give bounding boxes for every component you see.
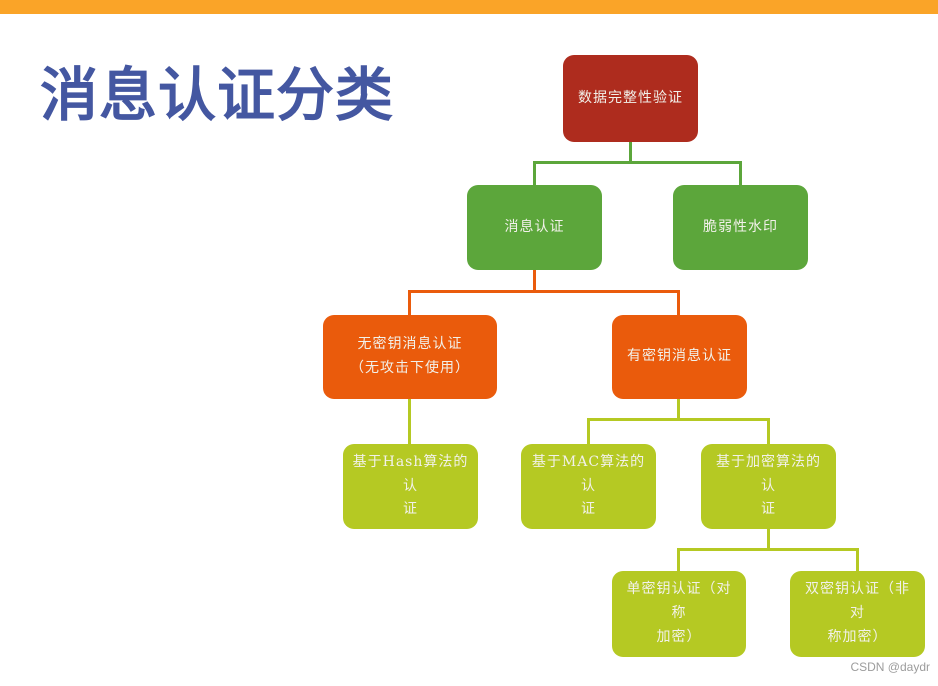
- node-hash-auth-label: 基于Hash算法的认 证: [352, 453, 469, 518]
- csdn-watermark: CSDN @daydr: [850, 660, 930, 674]
- connector-message-auth-stem: [533, 270, 536, 292]
- connector-keyed-auth-stem: [677, 399, 680, 420]
- connector-root-to-fragile-watermark: [739, 161, 742, 185]
- top-accent-bar: [0, 0, 938, 14]
- connector-keyed-auth-crossbar: [587, 418, 770, 421]
- node-message-auth: 消息认证: [467, 185, 602, 270]
- connector-message-auth-crossbar: [408, 290, 680, 293]
- connector-root-stem: [629, 142, 632, 164]
- page-title: 消息认证分类: [40, 63, 395, 128]
- connector-root-to-message-auth: [533, 161, 536, 185]
- connector-keyless-to-hash: [408, 399, 411, 444]
- node-keyed-auth: 有密钥消息认证: [612, 315, 747, 399]
- node-mac-auth: 基于MAC算法的认 证: [521, 444, 656, 529]
- node-encryption-auth: 基于加密算法的认 证: [701, 444, 836, 529]
- connector-to-keyed-auth: [677, 290, 680, 315]
- connector-to-mac-auth: [587, 418, 590, 444]
- node-data-integrity-check: 数据完整性验证: [563, 55, 698, 142]
- node-double-key-auth-label: 双密钥认证（非对 称加密）: [805, 581, 910, 645]
- node-message-auth-label: 消息认证: [504, 218, 565, 235]
- node-keyed-auth-label: 有密钥消息认证: [627, 348, 732, 365]
- node-double-key-auth: 双密钥认证（非对 称加密）: [790, 571, 925, 657]
- node-keyless-auth-label: 无密钥消息认证 （无攻击下使用）: [350, 336, 470, 376]
- node-single-key-auth-label: 单密钥认证（对称 加密）: [626, 581, 732, 645]
- node-encryption-auth-label: 基于加密算法的认 证: [716, 453, 821, 518]
- node-fragile-watermark: 脆弱性水印: [673, 185, 808, 270]
- node-keyless-auth: 无密钥消息认证 （无攻击下使用）: [323, 315, 497, 399]
- connector-encryption-auth-crossbar: [677, 548, 859, 551]
- node-data-integrity-check-label: 数据完整性验证: [578, 89, 683, 106]
- node-hash-auth: 基于Hash算法的认 证: [343, 444, 478, 529]
- node-fragile-watermark-label: 脆弱性水印: [703, 218, 778, 235]
- connector-to-keyless-auth: [408, 290, 411, 315]
- connector-encryption-auth-stem: [767, 529, 770, 550]
- connector-to-double-key-auth: [856, 548, 859, 571]
- node-mac-auth-label: 基于MAC算法的认 证: [531, 453, 646, 518]
- node-single-key-auth: 单密钥认证（对称 加密）: [612, 571, 746, 657]
- connector-root-crossbar: [533, 161, 742, 164]
- connector-to-single-key-auth: [677, 548, 680, 571]
- connector-to-encryption-auth: [767, 418, 770, 444]
